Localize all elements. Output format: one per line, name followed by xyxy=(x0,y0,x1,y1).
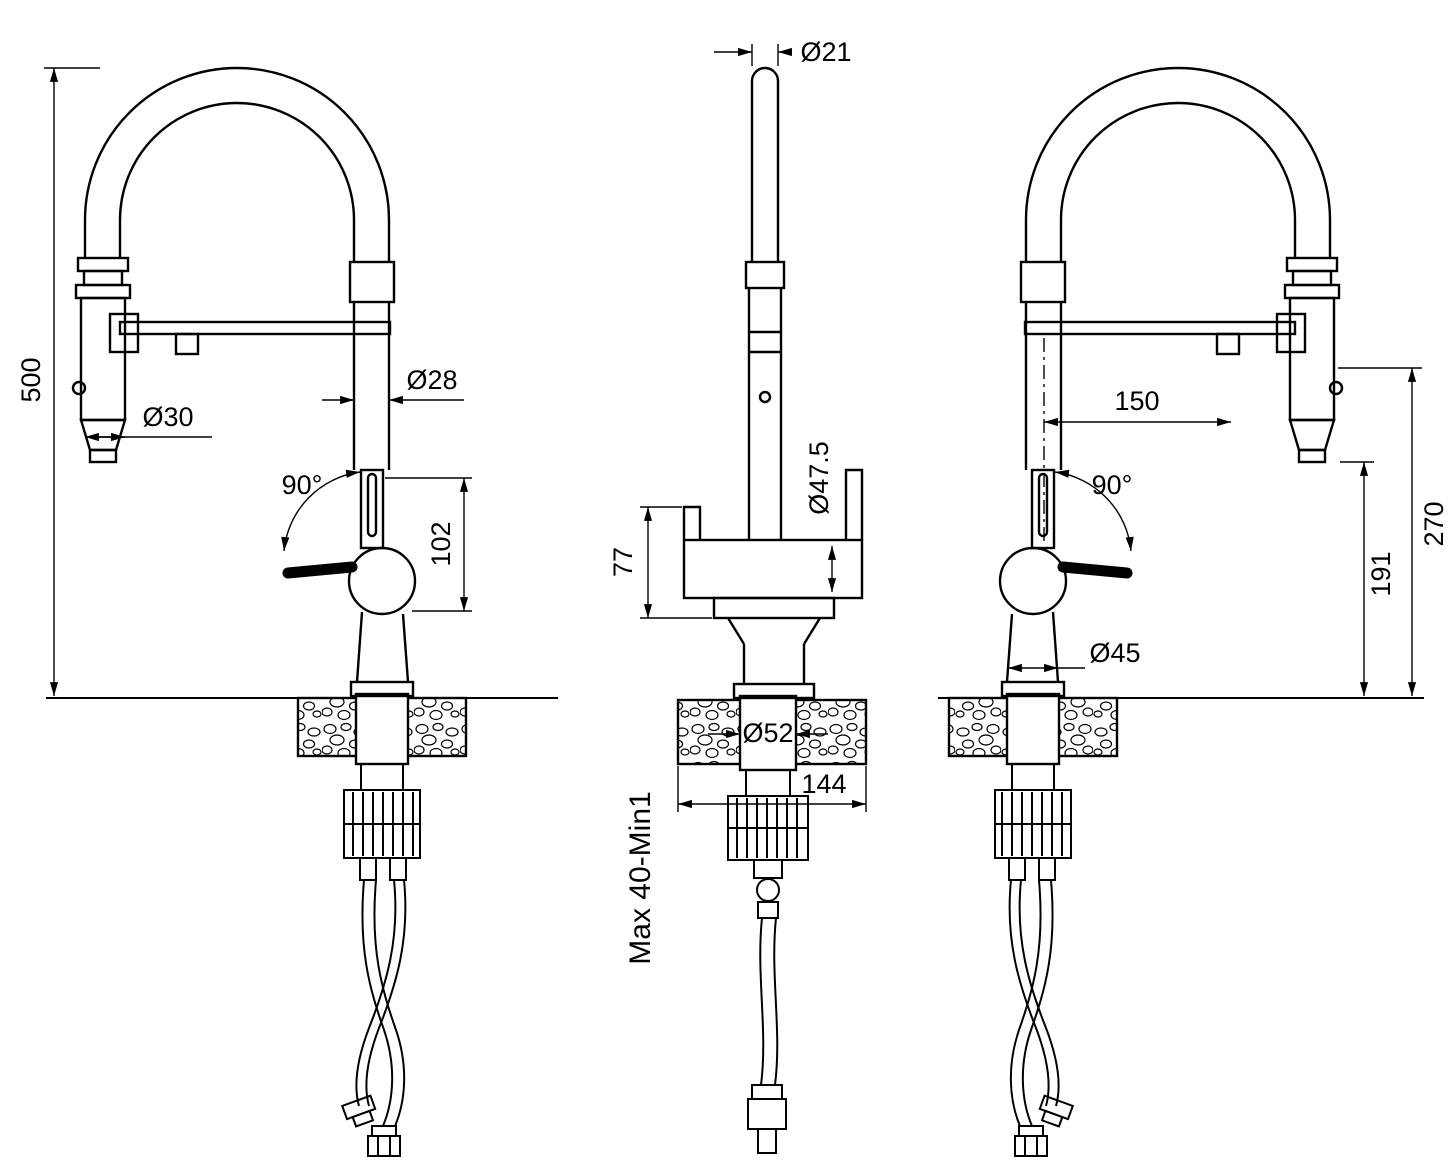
dim-base-diameter: Ø52 xyxy=(708,717,828,749)
dim-height-to-outlet: 270 xyxy=(1338,367,1449,696)
front-view: Ø21 Ø47.5 77 Ø52 144 Max 40-Min1 xyxy=(608,37,868,1154)
left-view: 500 Ø30 Ø28 90° 102 xyxy=(16,68,558,1156)
dim-overall-height: 500 xyxy=(16,67,100,696)
dim-label-spray-head-diameter: Ø30 xyxy=(142,402,193,432)
dim-label-body-diameter-right: Ø45 xyxy=(1089,638,1140,668)
dim-handle-section-height: 102 xyxy=(385,477,472,612)
dim-label-overall-height: 500 xyxy=(16,357,46,402)
dim-handle-rotation-right: 90° xyxy=(1054,469,1134,552)
mounting-hardware-front xyxy=(727,769,809,919)
dim-label-overall-width: 144 xyxy=(801,769,846,799)
dim-body-section-height: 77 xyxy=(608,506,712,619)
dim-label-mounting-range: Max 40-Min1 xyxy=(624,791,657,964)
spout-pipe-front xyxy=(744,66,786,540)
dim-label-body-section-height: 77 xyxy=(608,547,638,577)
dim-label-handle-rotation-right: 90° xyxy=(1092,470,1133,500)
dim-spout-tube-diameter: Ø28 xyxy=(322,365,464,405)
dim-height-to-spray-head: 191 xyxy=(1340,461,1396,696)
dim-label-spout-tip-diameter: Ø21 xyxy=(800,37,851,67)
mixer-body-front xyxy=(682,468,864,700)
dim-label-reach: 150 xyxy=(1114,386,1159,416)
supply-hose-front xyxy=(747,917,787,1154)
dim-label-spout-tube-diameter: Ø28 xyxy=(406,365,457,395)
left-view-faucet xyxy=(73,68,466,1156)
dim-reach: 150 xyxy=(1044,386,1231,427)
right-view-faucet xyxy=(949,68,1342,1156)
dim-spray-head-diameter: Ø30 xyxy=(85,402,212,442)
right-view: 150 90° Ø45 191 270 xyxy=(938,68,1449,1156)
dim-body-diameter-right: Ø45 xyxy=(1008,638,1141,673)
dim-spout-tip-diameter: Ø21 xyxy=(714,37,852,67)
front-view-faucet xyxy=(682,66,864,1154)
dim-overall-width: 144 xyxy=(677,766,867,812)
dim-label-body-diameter-front: Ø47.5 xyxy=(804,441,834,515)
dim-handle-rotation: 90° xyxy=(281,469,361,552)
dim-body-diameter-front: Ø47.5 xyxy=(804,441,837,592)
dim-label-base-diameter: Ø52 xyxy=(742,718,793,748)
dim-label-handle-rotation: 90° xyxy=(282,470,323,500)
dim-label-handle-section-height: 102 xyxy=(426,521,456,566)
dim-label-height-to-outlet: 270 xyxy=(1419,501,1449,546)
dim-label-height-to-spray-head: 191 xyxy=(1366,551,1396,596)
